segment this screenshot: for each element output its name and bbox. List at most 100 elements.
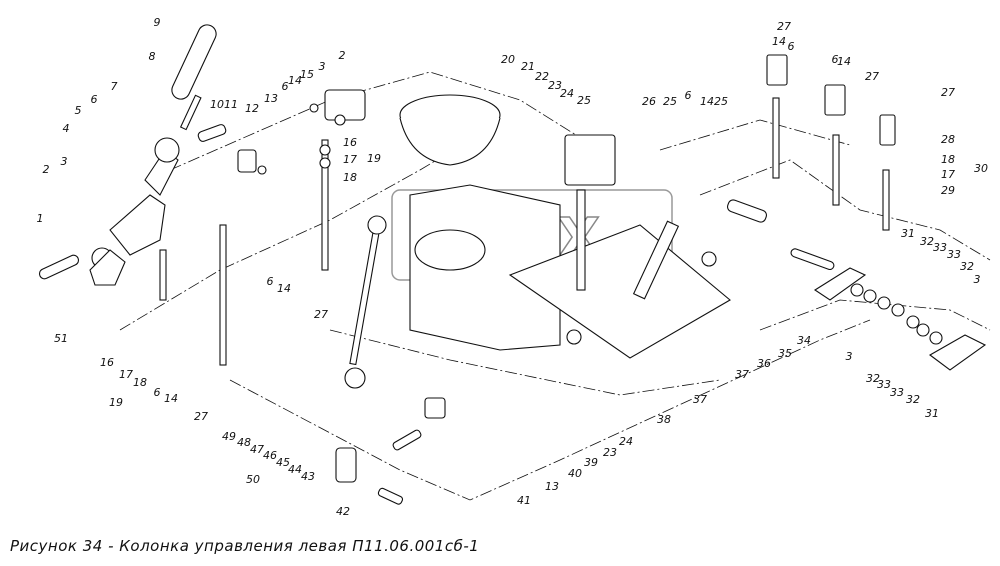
callout-16: 16: [343, 136, 357, 149]
callout-23: 23: [603, 446, 617, 459]
ring-32b: [891, 303, 905, 317]
callout-32: 32: [960, 260, 974, 273]
callout-28: 28: [941, 133, 955, 146]
callout-14: 14: [772, 35, 786, 48]
plate: [508, 224, 731, 359]
callout-15: 15: [300, 68, 314, 81]
callout-46: 46: [263, 449, 277, 462]
lever-base: [109, 194, 166, 256]
callout-7: 7: [111, 80, 118, 93]
callout-49: 49: [222, 430, 236, 443]
washer-12: [257, 165, 267, 175]
callout-23: 23: [548, 79, 562, 92]
callout-2: 2: [43, 163, 50, 176]
callout-30: 30: [974, 162, 988, 175]
lever-31-top: [813, 267, 867, 301]
callout-18: 18: [941, 153, 955, 166]
callout-11: 11: [224, 98, 238, 111]
callout-25: 25: [663, 95, 677, 108]
ring-33b: [877, 296, 891, 310]
rod-50: [349, 224, 381, 366]
rod-29: [882, 169, 890, 231]
callout-1: 1: [37, 212, 44, 225]
bowl-20-body: [399, 117, 501, 166]
knob-7: [154, 137, 180, 163]
callout-31: 31: [925, 407, 939, 420]
callout-27: 27: [865, 70, 879, 83]
callout-6: 6: [154, 386, 161, 399]
axis-lines: [119, 71, 991, 501]
ring-33c: [929, 331, 943, 345]
callout-33: 33: [947, 248, 961, 261]
callout-19: 19: [109, 396, 123, 409]
arm-26: [632, 220, 680, 300]
callout-18: 18: [343, 171, 357, 184]
callout-25: 25: [577, 94, 591, 107]
callout-43: 43: [301, 470, 315, 483]
rod-right-1: [772, 97, 780, 179]
bracket-2-top: [324, 89, 366, 121]
callout-50: 50: [246, 473, 260, 486]
callout-6: 6: [282, 80, 289, 93]
callout-32: 32: [866, 372, 880, 385]
callout-3: 3: [61, 155, 68, 168]
callout-8: 8: [149, 50, 156, 63]
shaft-8: [179, 94, 202, 131]
callout-17: 17: [941, 168, 955, 181]
pin-1: [38, 254, 80, 280]
rod-19-left: [219, 224, 227, 366]
lever-36: [727, 199, 767, 223]
parts: [38, 24, 987, 505]
callout-14: 14: [837, 55, 851, 68]
housing-opening: [414, 229, 486, 271]
callout-6: 6: [267, 275, 274, 288]
pillar: [576, 189, 586, 291]
callout-21: 21: [521, 60, 535, 73]
housing: [409, 184, 561, 351]
ring-18: [319, 157, 331, 169]
ring-32c: [916, 323, 930, 337]
callout-12: 12: [245, 102, 259, 115]
bracket-24: [564, 134, 616, 186]
callout-44: 44: [288, 463, 302, 476]
callout-13: 13: [545, 480, 559, 493]
callout-22: 22: [535, 70, 549, 83]
assembly-drawing: ОРЕХ: [37, 16, 991, 518]
callout-41: 41: [517, 494, 531, 507]
callout-26: 26: [642, 95, 656, 108]
callout-33: 33: [890, 386, 904, 399]
rod-right-2: [832, 134, 840, 206]
spring-41: [392, 429, 422, 451]
callout-18: 18: [133, 376, 147, 389]
callout-3: 3: [846, 350, 853, 363]
callout-27: 27: [941, 86, 955, 99]
callout-38: 38: [657, 413, 671, 426]
callout-5: 5: [75, 104, 82, 117]
callout-6: 6: [685, 89, 692, 102]
callout-48: 48: [237, 436, 251, 449]
callout-42: 42: [336, 505, 350, 518]
callout-24: 24: [560, 87, 574, 100]
bushing-37b: [566, 329, 582, 345]
ring-3: [906, 315, 920, 329]
clevis-43: [335, 447, 357, 483]
callout-24: 24: [619, 435, 633, 448]
callout-27: 27: [194, 410, 208, 423]
callout-35: 35: [778, 347, 792, 360]
callout-33: 33: [933, 241, 947, 254]
callout-40: 40: [568, 467, 582, 480]
callout-32: 32: [906, 393, 920, 406]
callout-51: 51: [54, 332, 68, 345]
callout-36: 36: [757, 357, 771, 370]
handle-9: [171, 24, 217, 100]
callout-6: 6: [91, 93, 98, 106]
callout-34: 34: [797, 334, 811, 347]
callout-6: 6: [788, 40, 795, 53]
pin-34: [790, 248, 835, 271]
callout-6: 6: [832, 53, 839, 66]
callout-33: 33: [877, 378, 891, 391]
callout-4: 4: [63, 122, 70, 135]
ring-32a: [850, 283, 864, 297]
block-11: [237, 149, 257, 173]
